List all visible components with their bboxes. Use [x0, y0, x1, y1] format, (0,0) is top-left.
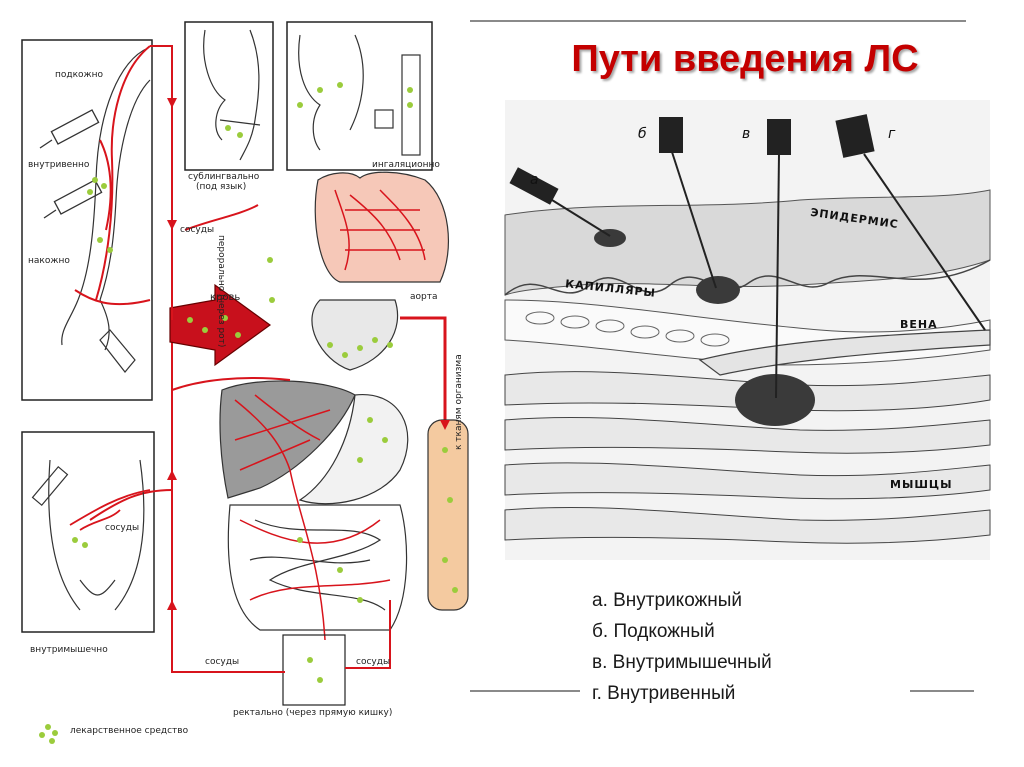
- needle-letter-g: г: [888, 126, 897, 142]
- intestine-vessels: [239, 469, 391, 641]
- label-epidermis: ЭПИДЕРМИС: [809, 205, 900, 232]
- needle-letter-v: в: [742, 126, 752, 142]
- lungs: [314, 171, 450, 283]
- label-vein: ВЕНА: [900, 318, 938, 331]
- label-cutaneous: накожно: [28, 256, 70, 266]
- legend-item-a: а. Внутрикожный: [592, 590, 743, 611]
- syringe-intravenous: [43, 179, 103, 219]
- legend-item-g: г. Внутривенный: [592, 683, 736, 704]
- drug-dots: [39, 82, 458, 744]
- capillary-cells: [525, 311, 730, 347]
- muscle-vessels: [69, 489, 151, 531]
- liver-vessels: [234, 394, 331, 471]
- needles: [509, 114, 986, 399]
- routes-diagram: [21, 21, 469, 744]
- label-rectal: ректально (через прямую кишку): [233, 708, 393, 718]
- label-legend-drug: лекарственное средство: [70, 726, 189, 736]
- lung-vessels: [334, 189, 426, 271]
- inhalation-frame: [286, 21, 433, 171]
- label-vessels-3: сосуды: [205, 657, 240, 667]
- muscle-frame: [21, 431, 155, 633]
- label-subcutaneous: подкожно: [55, 70, 104, 80]
- label-aorta: аорта: [410, 292, 438, 302]
- label-capillaries: КАПИЛЛЯРЫ: [564, 277, 657, 300]
- label-sublingual-1: сублингвально: [188, 172, 260, 182]
- intestines: [227, 504, 408, 631]
- label-vessels-4: сосуды: [356, 657, 391, 667]
- head-sketch: [203, 29, 261, 161]
- head-frame: [184, 21, 274, 171]
- inhalation-sketch: [298, 34, 421, 156]
- heart: [311, 299, 399, 371]
- capillary-band: [504, 299, 991, 366]
- label-vessels-1: сосуды: [180, 225, 215, 235]
- legend-item-b: б. Подкожный: [592, 621, 715, 642]
- syringe-subcutaneous: [39, 109, 100, 149]
- label-blood: кровь: [210, 292, 241, 303]
- label-inhalation: ингаляционно: [372, 160, 440, 170]
- blood-arrow: [169, 283, 272, 367]
- circulation-loop: [89, 204, 391, 673]
- arm-frame: [21, 39, 153, 401]
- stomach: [298, 394, 409, 505]
- muscle-layers: [504, 371, 991, 544]
- needle-letter-a: а: [530, 172, 540, 188]
- label-vessels-2: сосуды: [105, 523, 140, 533]
- aorta-path: [400, 316, 447, 420]
- top-divider: [470, 20, 966, 22]
- intramuscular-deposit: [735, 374, 815, 426]
- label-muscles: МЫШЦЫ: [890, 478, 953, 491]
- buttock-sketch: [31, 459, 145, 611]
- flow-arrowheads: [167, 98, 450, 610]
- bottom-divider-right: [910, 690, 974, 692]
- label-sublingual-2: (под язык): [196, 182, 247, 192]
- slide-title: Пути введения ЛС: [571, 38, 919, 80]
- legend-list: а. Внутрикожный б. Подкожный в. Внутримы…: [592, 585, 772, 709]
- label-intramuscular: внутримышечно: [30, 645, 108, 655]
- vein: [698, 329, 991, 376]
- rectum-frame: [282, 634, 346, 706]
- intradermal-deposit: [594, 229, 626, 247]
- subcutaneous-deposit: [696, 276, 740, 304]
- legend-item-v: в. Внутримышечный: [592, 652, 772, 673]
- label-intravenous: внутривенно: [28, 160, 90, 170]
- label-to-tissues: к тканям организма: [454, 354, 464, 450]
- bottom-divider-left: [470, 690, 580, 692]
- liver: [219, 380, 356, 499]
- arm-sketch: [61, 47, 151, 373]
- needle-letter-b: б: [638, 126, 648, 142]
